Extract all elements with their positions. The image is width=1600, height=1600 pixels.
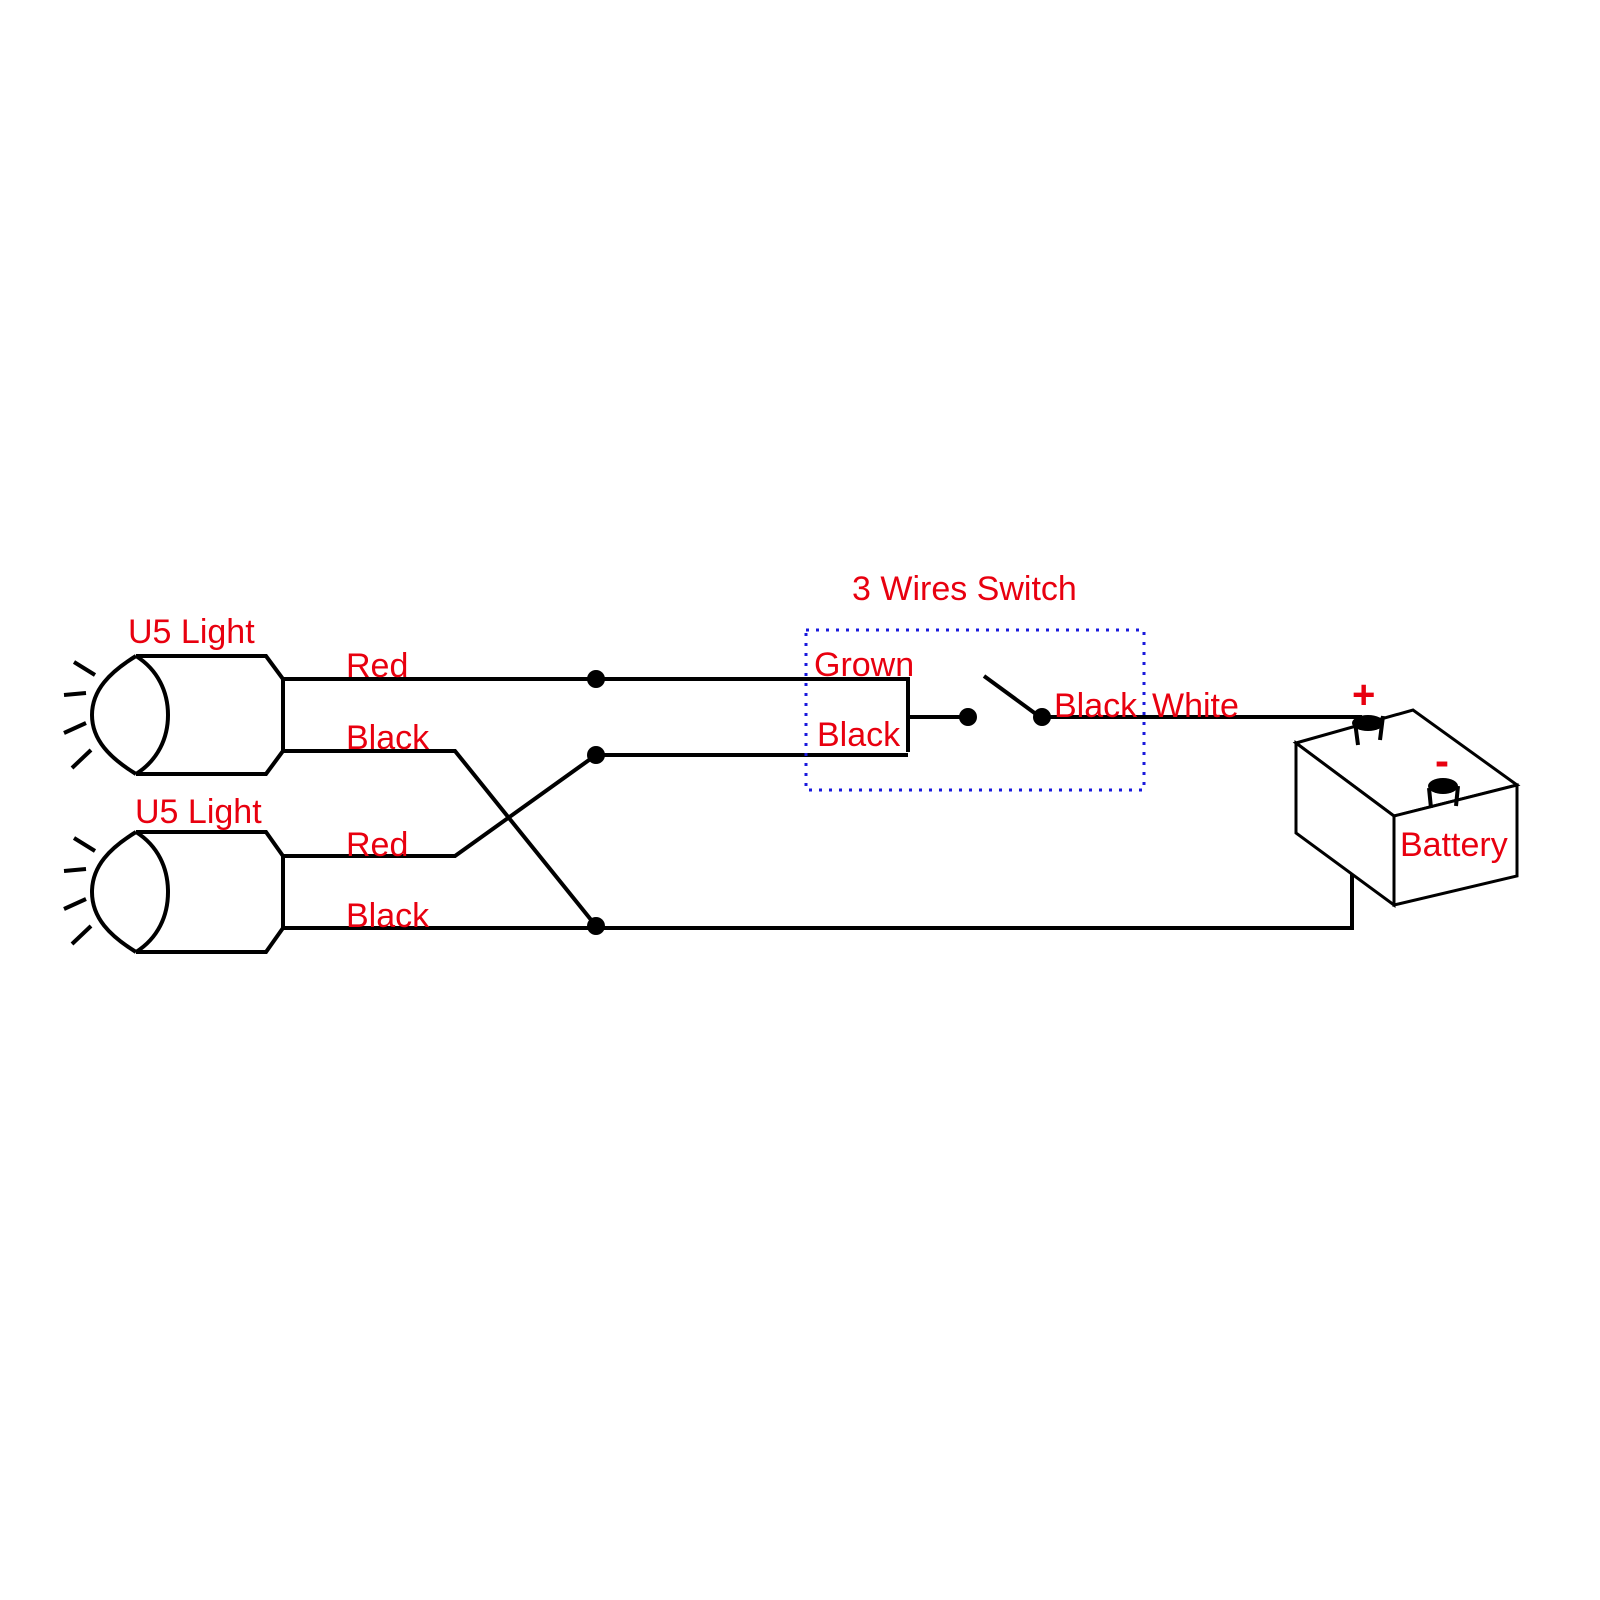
junction-dot	[587, 670, 605, 688]
switch-contact	[1033, 708, 1051, 726]
battery-positive-symbol: +	[1352, 673, 1375, 717]
light-2-black-label: Black	[346, 897, 430, 935]
switch-title: 3 Wires Switch	[852, 570, 1077, 608]
wire-label-switch-black-out: Black	[1054, 687, 1138, 725]
wire-label-white: White	[1152, 687, 1239, 725]
headlight-icon	[63, 830, 285, 954]
wire-label-switch-black: Black	[817, 716, 901, 754]
light-1-black-label: Black	[346, 719, 430, 757]
wire-label-grown: Grown	[814, 646, 914, 684]
wires	[283, 674, 1440, 930]
light-2-red-label: Red	[346, 826, 408, 864]
battery-negative-symbol: -	[1435, 737, 1449, 784]
light-1-label: U5 Light	[128, 613, 255, 651]
battery-icon	[1292, 708, 1521, 908]
junction-dot	[587, 917, 605, 935]
headlight-icon	[63, 654, 285, 776]
switch-contact	[959, 708, 977, 726]
light-2-label: U5 Light	[135, 793, 262, 831]
battery-label: Battery	[1400, 826, 1508, 864]
junction-dot	[587, 746, 605, 764]
light-1-red-label: Red	[346, 647, 408, 685]
